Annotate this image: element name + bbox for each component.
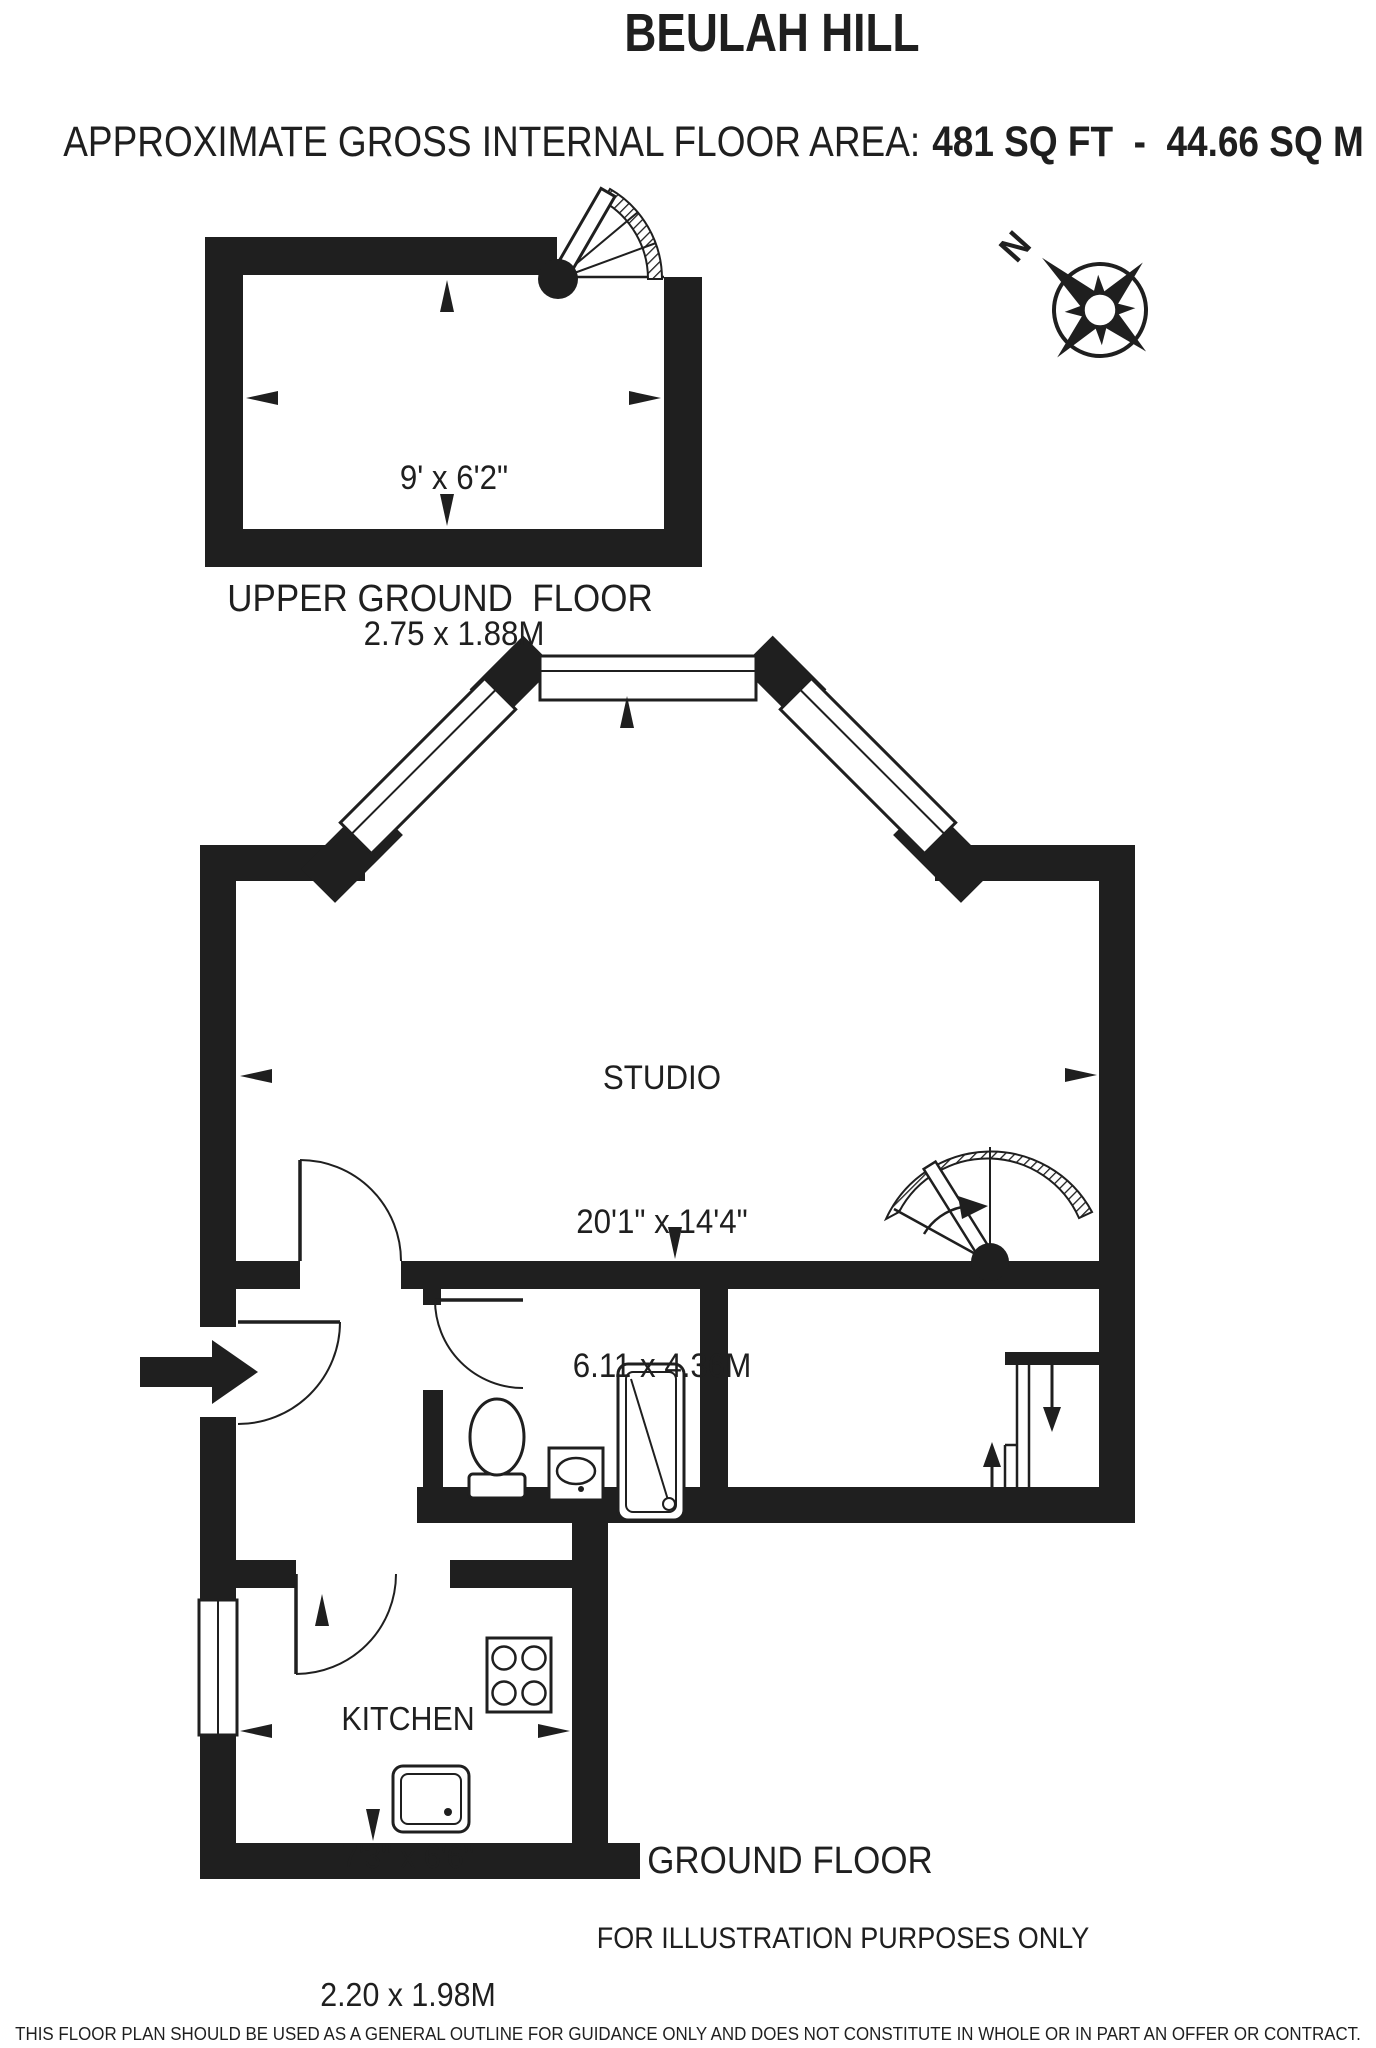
page-title: BEULAH HILL (624, 3, 920, 63)
studio-door-swing (298, 1159, 402, 1262)
entrance-arrow-icon (140, 1340, 258, 1404)
upper-room-dimensions: 9' x 6'2" 2.75 x 1.88M (364, 348, 545, 764)
area-label: APPROXIMATE GROSS INTERNAL FLOOR AREA: (63, 118, 921, 166)
kitchen-label: KITCHEN 7'3" x 6'6" 2.20 x 1.98M (320, 1604, 496, 2048)
upper-room-dims-imperial: 9' x 6'2" (399, 459, 509, 497)
studio-name: STUDIO (602, 1059, 722, 1097)
bathroom-door-swing (434, 1298, 524, 1389)
shower-icon (616, 1362, 686, 1522)
bay-window-right-pane (778, 676, 958, 856)
toilet-icon (467, 1397, 527, 1500)
studio-label: STUDIO 20'1" x 14'4" 6.11 x 4.36M (573, 958, 752, 1486)
kitchen-window (197, 1598, 239, 1737)
basin-icon (547, 1446, 605, 1502)
disclaimer-line: THIS FLOOR PLAN SHOULD BE USED AS A GENE… (15, 2024, 1361, 2044)
stairs-winder-fan (883, 1147, 1094, 1281)
upper-room-top-wall (205, 237, 557, 275)
upper-room-left-wall (205, 237, 243, 567)
door-hinge-dot (971, 1243, 1009, 1281)
upper-floor-label: UPPER GROUND FLOOR (227, 578, 653, 620)
door-swings (237, 1159, 524, 1675)
area-value: 481 SQ FT - 44.66 SQ M (932, 118, 1364, 166)
stairs (883, 1147, 1094, 1508)
kitchen-dims-imperial: 7'3" x 6'6" (341, 1838, 475, 1875)
stairs-flight (1003, 1365, 1031, 1487)
ground-floor-dimension-arrows (240, 696, 1097, 1841)
upper-room-dimension-arrows (246, 280, 661, 526)
kitchen-fixtures (391, 1636, 553, 1834)
disclaimer: THIS FLOOR PLAN SHOULD BE USED AS A GENE… (0, 1978, 1376, 2048)
bathroom-fixtures (467, 1362, 686, 1522)
studio-dims-imperial: 20'1" x 14'4" (576, 1203, 748, 1241)
door-hinge-dot (538, 259, 578, 299)
stairs-down-arrow-icon (1043, 1357, 1061, 1432)
bay-window (338, 654, 958, 856)
compass-rose-icon (1042, 257, 1148, 358)
hob-icon (485, 1636, 553, 1714)
kitchen-sink-icon (391, 1764, 471, 1834)
upper-room-door-swing-icon (538, 186, 664, 299)
upper-room (205, 186, 702, 567)
upper-room-bottom-wall (205, 529, 702, 567)
stairs-up-arrow-icon (983, 1442, 1001, 1508)
entrance-door-swing (237, 1320, 341, 1425)
upper-room-right-wall (664, 277, 702, 567)
ground-floor-label: GROUND FLOOR (647, 1840, 933, 1882)
kitchen-name: KITCHEN (341, 1700, 475, 1737)
bay-window-front-pane (538, 654, 758, 702)
illustration-note: FOR ILLUSTRATION PURPOSES ONLY (596, 1922, 1090, 1955)
kitchen-dims-metric: 2.20 x 1.98M (320, 1976, 496, 2013)
studio-dims-metric: 6.11 x 4.36M (572, 1347, 752, 1385)
kitchen-door-swing (294, 1573, 397, 1675)
upper-room-dims-metric: 2.75 x 1.88M (363, 615, 545, 653)
bay-window-left-pane (338, 676, 518, 856)
area-subtitle: APPROXIMATE GROSS INTERNAL FLOOR AREA:48… (24, 78, 1364, 207)
